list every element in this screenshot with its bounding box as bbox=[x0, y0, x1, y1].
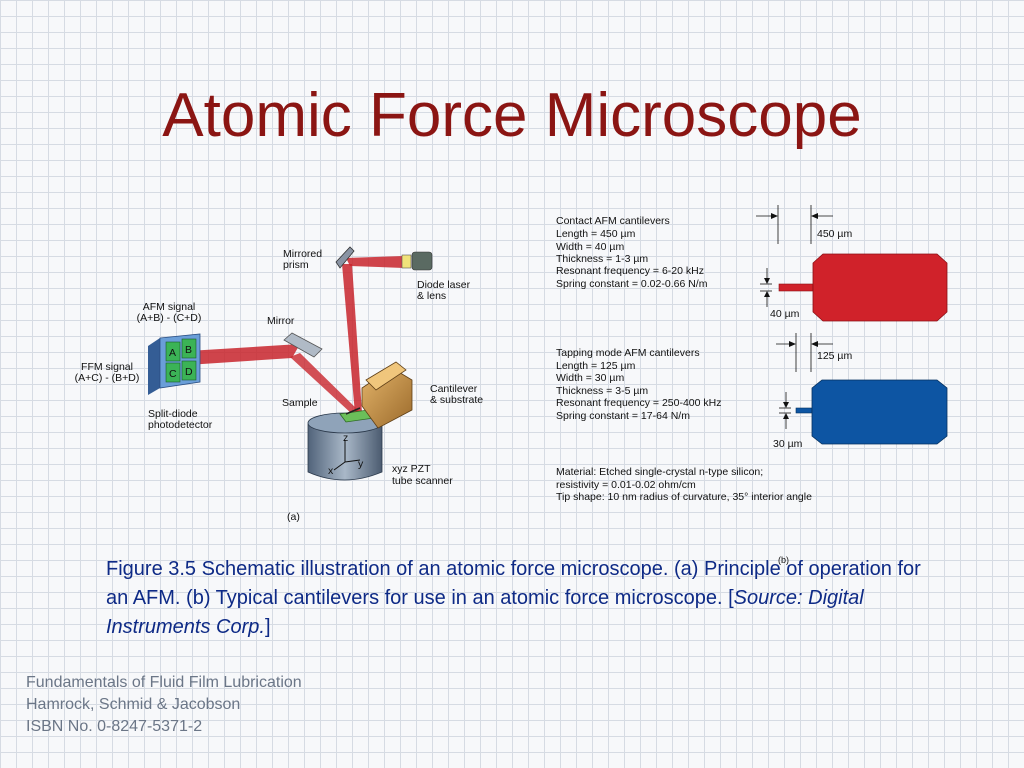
contact-width-dimension: 40 µm bbox=[770, 308, 800, 320]
mirror bbox=[283, 332, 323, 358]
contact-spec-thickness: Thickness = 1-3 µm bbox=[556, 253, 648, 265]
tapping-length-dimension: 125 µm bbox=[817, 350, 852, 362]
contact-spec-spring: Spring constant = 0.02-0.66 N/m bbox=[556, 278, 708, 290]
label-diode-laser-1: Diode laser bbox=[417, 279, 471, 291]
photodetector: A B C D bbox=[148, 333, 201, 395]
label-split-diode-1: Split-diode bbox=[148, 408, 198, 420]
laser-beam bbox=[172, 256, 404, 414]
label-mirrored-prism-2: prism bbox=[283, 259, 309, 271]
contact-cantilever-drawing: 450 µm 40 µm bbox=[756, 205, 948, 322]
quadrant-a: A bbox=[169, 347, 176, 359]
label-ffm-signal-1: FFM signal bbox=[81, 361, 133, 373]
label-mirror: Mirror bbox=[267, 315, 295, 327]
label-split-diode-2: photodetector bbox=[148, 419, 213, 431]
labels-a: Mirrored prism Diode laser & lens AFM si… bbox=[75, 248, 484, 523]
contact-specs: Contact AFM cantilevers Length = 450 µm … bbox=[556, 215, 708, 290]
material-note: Material: Etched single-crystal n-type s… bbox=[556, 466, 812, 503]
label-afm-signal-2: (A+B) - (C+D) bbox=[137, 312, 202, 324]
tapping-specs: Tapping mode AFM cantilevers Length = 12… bbox=[556, 347, 721, 422]
tapping-spec-spring: Spring constant = 17-64 N/m bbox=[556, 410, 690, 422]
tapping-spec-width: Width = 30 µm bbox=[556, 372, 624, 384]
label-afm-signal-1: AFM signal bbox=[143, 301, 196, 313]
quadrant-b: B bbox=[185, 344, 192, 356]
material-line-1: Material: Etched single-crystal n-type s… bbox=[556, 466, 763, 478]
caption-text: Figure 3.5 Schematic illustration of an … bbox=[106, 558, 921, 609]
label-mirrored-prism-1: Mirrored bbox=[283, 248, 322, 260]
panel-a-label: (a) bbox=[287, 511, 300, 523]
tapping-width-dimension: 30 µm bbox=[773, 438, 803, 450]
label-diode-laser-2: & lens bbox=[417, 290, 446, 302]
figure-caption: Figure 3.5 Schematic illustration of an … bbox=[106, 555, 926, 642]
tapping-spec-length: Length = 125 µm bbox=[556, 360, 636, 372]
footer-book-title: Fundamentals of Fluid Film Lubrication bbox=[26, 674, 302, 691]
footer-isbn: ISBN No. 0-8247-5371-2 bbox=[26, 718, 203, 735]
tapping-spec-thickness: Thickness = 3-5 µm bbox=[556, 385, 648, 397]
cantilever-substrate bbox=[345, 361, 413, 429]
label-sample: Sample bbox=[282, 397, 318, 409]
label-xyz-pzt-2: tube scanner bbox=[392, 475, 453, 487]
mirrored-prism bbox=[335, 246, 355, 269]
quadrant-d: D bbox=[185, 366, 193, 378]
diode-laser bbox=[401, 251, 433, 271]
slide-footer: Fundamentals of Fluid Film Lubrication H… bbox=[26, 672, 302, 738]
contact-length-dimension: 450 µm bbox=[817, 228, 852, 240]
tapping-cantilever-drawing: 125 µm 30 µm bbox=[773, 333, 948, 450]
contact-spec-width: Width = 40 µm bbox=[556, 241, 624, 253]
slide-title: Atomic Force Microscope bbox=[162, 81, 862, 150]
panel-b-label: (b) bbox=[778, 555, 789, 565]
tube-scanner: z x y bbox=[307, 412, 383, 481]
axis-y: y bbox=[358, 458, 364, 470]
label-cantilever-1: Cantilever bbox=[430, 383, 478, 395]
tapping-spec-frequency: Resonant frequency = 250-400 kHz bbox=[556, 397, 721, 409]
contact-heading: Contact AFM cantilevers bbox=[556, 215, 670, 227]
label-cantilever-2: & substrate bbox=[430, 394, 483, 406]
label-ffm-signal-2: (A+C) - (B+D) bbox=[75, 372, 140, 384]
axis-x: x bbox=[328, 465, 334, 477]
material-line-2: resistivity = 0.01-0.02 ohm/cm bbox=[556, 479, 696, 491]
axis-z: z bbox=[343, 432, 348, 444]
quadrant-c: C bbox=[169, 368, 177, 380]
label-xyz-pzt-1: xyz PZT bbox=[392, 463, 431, 475]
caption-close: ] bbox=[264, 616, 271, 638]
material-line-3: Tip shape: 10 nm radius of curvature, 35… bbox=[556, 491, 812, 503]
contact-spec-length: Length = 450 µm bbox=[556, 228, 636, 240]
tapping-heading: Tapping mode AFM cantilevers bbox=[556, 347, 700, 359]
caption-source: Source: Digital Instruments Corp. bbox=[106, 587, 864, 638]
contact-spec-frequency: Resonant frequency = 6-20 kHz bbox=[556, 265, 704, 277]
footer-authors: Hamrock, Schmid & Jacobson bbox=[26, 696, 241, 713]
